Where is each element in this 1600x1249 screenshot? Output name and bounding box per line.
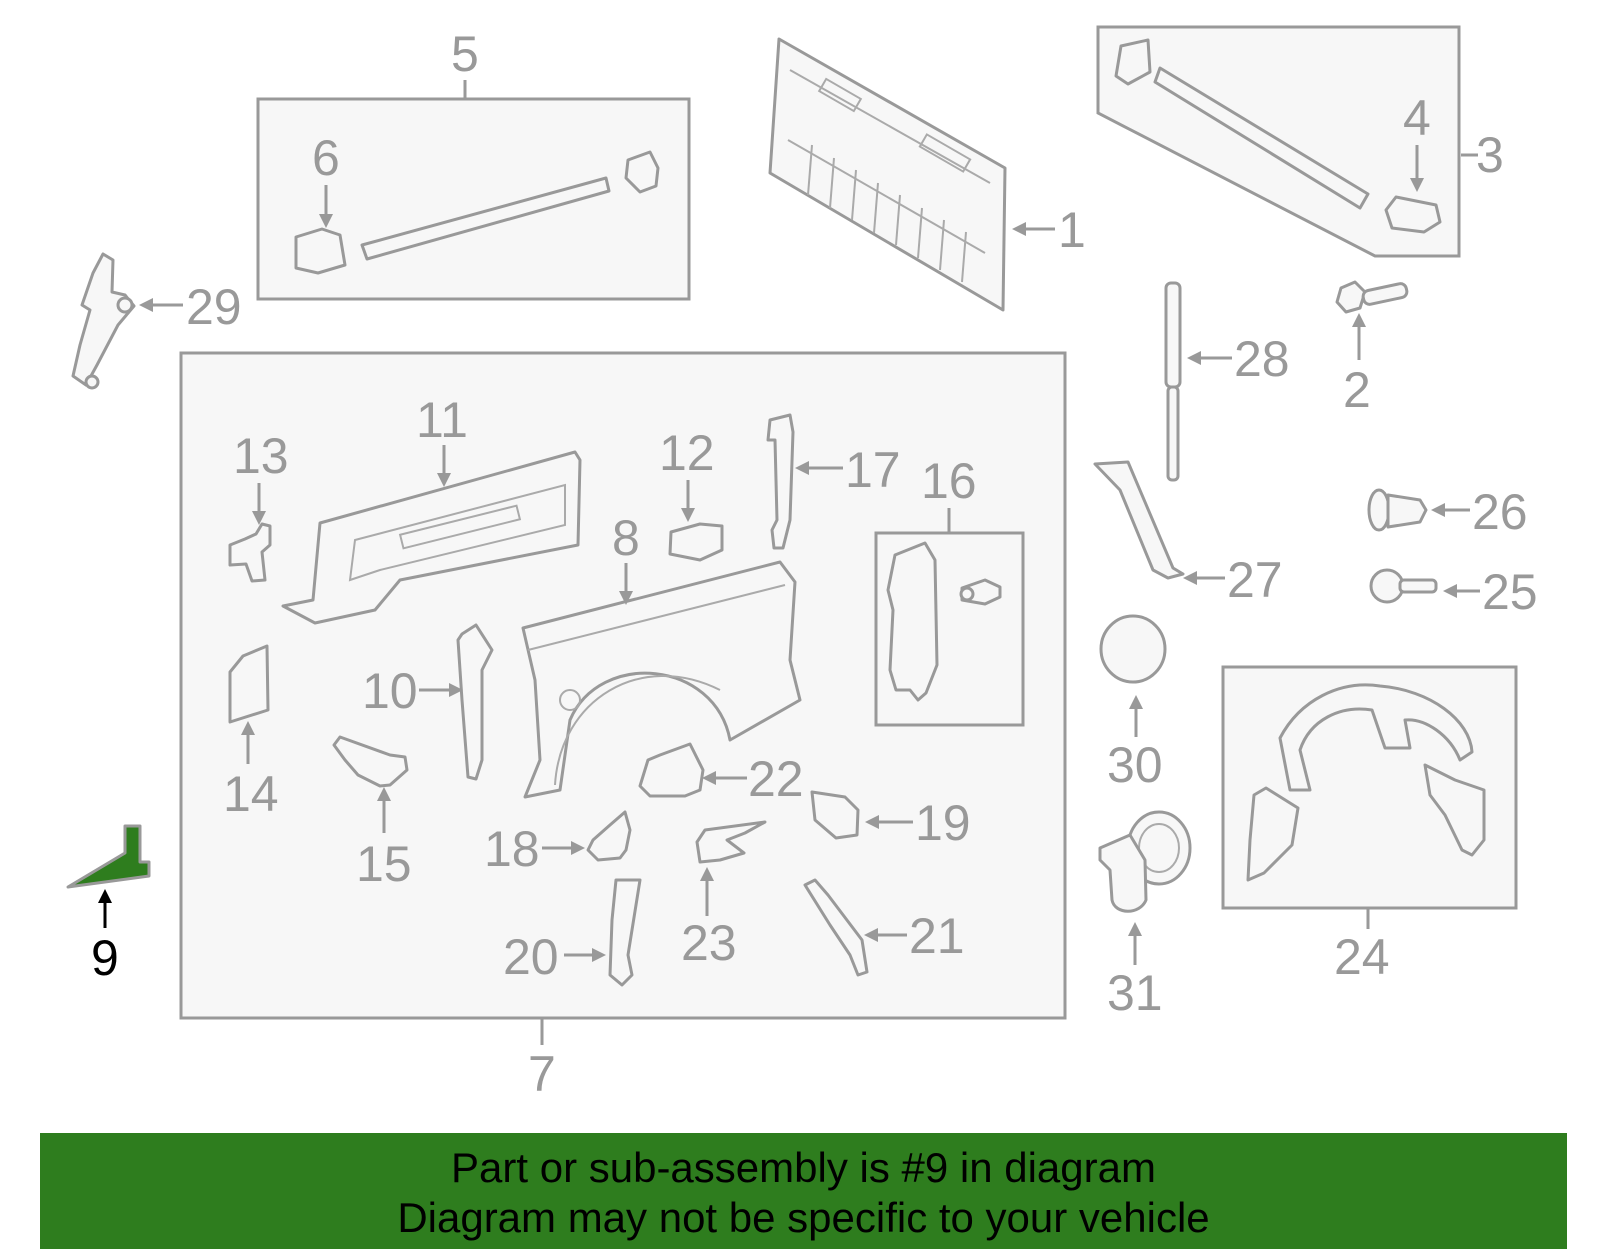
part-27-strip[interactable] xyxy=(1093,460,1185,580)
part-23-bracket[interactable] xyxy=(695,820,767,864)
callout-28: 28 xyxy=(1234,331,1290,387)
part-4-end-cap[interactable] xyxy=(1384,195,1442,234)
part-29-hinge[interactable] xyxy=(71,252,136,390)
part-26-clip[interactable] xyxy=(1367,488,1428,532)
part-28-strut[interactable] xyxy=(1164,281,1182,482)
callout-15: 15 xyxy=(356,836,412,892)
callout-8: 8 xyxy=(612,510,640,566)
callout-12: 12 xyxy=(659,425,715,481)
part-16-clip[interactable] xyxy=(959,578,1002,606)
part-16-reinforcement[interactable] xyxy=(886,541,939,702)
callout-17: 17 xyxy=(845,442,901,498)
callout-25: 25 xyxy=(1482,564,1538,620)
callout-7: 7 xyxy=(528,1046,556,1102)
part-31-fuel-door-housing[interactable] xyxy=(1098,810,1192,913)
callout-4: 4 xyxy=(1403,90,1431,146)
callout-20: 20 xyxy=(503,929,559,985)
callout-9-highlighted: 9 xyxy=(91,930,119,986)
callout-24: 24 xyxy=(1334,929,1390,985)
callout-27: 27 xyxy=(1227,552,1283,608)
callout-14: 14 xyxy=(223,766,279,822)
part-20-strip[interactable] xyxy=(608,878,642,987)
callout-3: 3 xyxy=(1476,127,1504,183)
callout-10: 10 xyxy=(362,663,418,719)
callout-2: 2 xyxy=(1343,362,1371,418)
part-13-bracket[interactable] xyxy=(228,522,272,583)
callout-5: 5 xyxy=(451,26,479,82)
callout-22: 22 xyxy=(748,751,804,807)
callout-6: 6 xyxy=(312,130,340,186)
part-24-wheel-liner[interactable] xyxy=(1246,683,1486,882)
callout-26: 26 xyxy=(1472,484,1528,540)
part-12-bracket[interactable] xyxy=(668,522,724,562)
banner-line-part: Part or sub-assembly is #9 in diagram xyxy=(451,1144,1156,1191)
part-30-cap[interactable] xyxy=(1099,614,1167,684)
part-9-bracket[interactable] xyxy=(66,824,151,889)
callout-11: 11 xyxy=(416,392,468,448)
part-2-bolt[interactable] xyxy=(1335,280,1409,314)
callout-19: 19 xyxy=(915,795,971,851)
part-5-rail[interactable] xyxy=(360,176,611,261)
part-22-bracket[interactable] xyxy=(638,742,705,798)
part-14-panel[interactable] xyxy=(228,644,270,724)
callout-1: 1 xyxy=(1058,202,1086,258)
callout-leader-9 xyxy=(98,889,112,928)
part-10-pillar[interactable] xyxy=(456,623,494,781)
part-18-bracket[interactable] xyxy=(586,810,632,862)
callout-leaders xyxy=(139,80,1480,1045)
callout-16: 16 xyxy=(921,453,977,509)
callout-23: 23 xyxy=(681,915,737,971)
part-19-bracket[interactable] xyxy=(810,790,860,840)
part-11-inner-panel[interactable] xyxy=(281,450,582,625)
part-1-tailgate-panel[interactable] xyxy=(768,37,1007,312)
callout-29: 29 xyxy=(186,279,242,335)
callout-13: 13 xyxy=(233,428,289,484)
callout-18: 18 xyxy=(484,821,540,877)
part-3-rail[interactable] xyxy=(1114,38,1370,210)
banner-line-disclaimer: Diagram may not be specific to your vehi… xyxy=(397,1194,1210,1241)
callout-30: 30 xyxy=(1107,737,1163,793)
part-6-end-cap[interactable] xyxy=(294,227,347,275)
callout-31: 31 xyxy=(1107,965,1163,1021)
callout-numbers: 1 2 3 4 5 6 7 9 8 10 11 12 13 14 15 16 1… xyxy=(91,26,1538,1102)
callout-21: 21 xyxy=(909,908,965,964)
part-17-strip[interactable] xyxy=(766,413,795,550)
notice-banner: Part or sub-assembly is #9 in diagram Di… xyxy=(40,1133,1567,1249)
part-8-side-panel[interactable] xyxy=(521,560,802,799)
part-5-end-cap[interactable] xyxy=(624,150,660,194)
part-21-strip[interactable] xyxy=(803,878,869,977)
part-25-screw[interactable] xyxy=(1369,568,1438,604)
part-15-bracket[interactable] xyxy=(332,735,409,788)
